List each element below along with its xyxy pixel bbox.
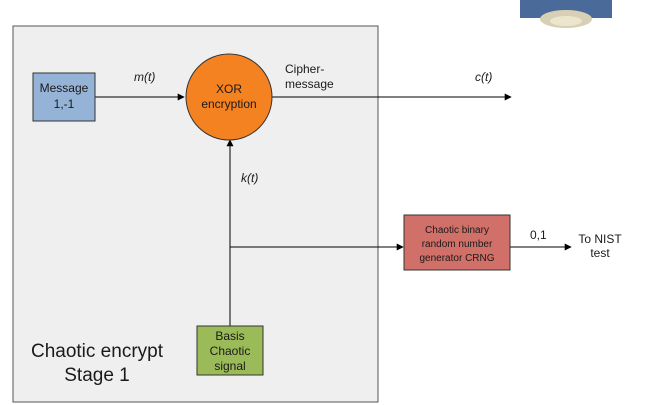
photo-fragment (520, 0, 612, 28)
k-t-label: k(t) (241, 171, 258, 185)
xor-node-line-2: encryption (201, 97, 256, 111)
basis-box-line-2: Chaotic (210, 344, 251, 358)
svg-text:Message: Message (40, 81, 89, 95)
basis-box-line-3: signal (214, 359, 245, 373)
cipher-label-line-2: message (285, 77, 334, 91)
svg-text:Cipher-: Cipher- (285, 62, 324, 76)
svg-text:Chaotic: Chaotic (210, 344, 251, 358)
svg-text:k(t): k(t) (241, 171, 258, 185)
crng-box-line-2: random number (422, 239, 493, 250)
svg-text:signal: signal (214, 359, 245, 373)
svg-text:m(t): m(t) (134, 70, 155, 84)
crng-box-line-3: generator CRNG (419, 253, 494, 264)
xor-node-line-1: XOR (216, 82, 242, 96)
xor-encryption-node: XOR encryption (185, 53, 273, 141)
svg-text:Basis: Basis (215, 329, 244, 343)
svg-text:1,-1: 1,-1 (54, 97, 75, 111)
svg-text:encryption: encryption (201, 97, 256, 111)
nist-label-line-1: To NIST (578, 232, 622, 246)
svg-text:generator CRNG: generator CRNG (419, 253, 494, 264)
svg-text:To NIST: To NIST (578, 232, 622, 246)
crng-box-line-1: Chaotic binary (425, 225, 489, 236)
m-t-label: m(t) (134, 70, 155, 84)
basis-box-line-1: Basis (215, 329, 244, 343)
crng-box: Chaotic binary random number generator C… (403, 214, 511, 271)
message-box: Message 1,-1 (32, 72, 96, 122)
svg-text:XOR: XOR (216, 82, 242, 96)
svg-text:Chaotic binary: Chaotic binary (425, 225, 489, 236)
cipher-label-line-1: Cipher- (285, 62, 324, 76)
message-box-line-2: 1,-1 (54, 97, 75, 111)
c-t-label: c(t) (475, 70, 492, 84)
binary-output-label: 0,1 (530, 228, 547, 242)
svg-text:c(t): c(t) (475, 70, 492, 84)
basis-chaotic-signal-box: Basis Chaotic signal (196, 325, 264, 376)
stage-title-line-2: Stage 1 (64, 365, 130, 386)
stage-title-line-1: Chaotic encrypt (31, 341, 164, 362)
svg-text:message: message (285, 77, 334, 91)
svg-text:random number: random number (422, 239, 493, 250)
nist-label-line-2: test (590, 246, 610, 260)
svg-text:Stage 1: Stage 1 (64, 365, 130, 386)
message-box-line-1: Message (40, 81, 89, 95)
svg-text:Chaotic encrypt: Chaotic encrypt (31, 341, 164, 362)
svg-text:test: test (590, 246, 610, 260)
svg-text:0,1: 0,1 (530, 228, 547, 242)
